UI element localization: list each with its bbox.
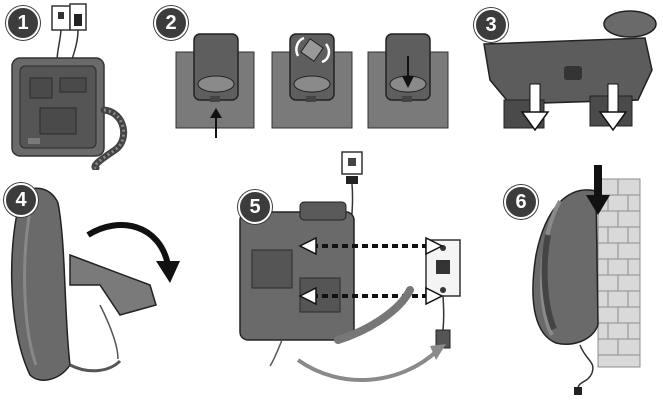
step-2-panel: 2: [148, 0, 468, 150]
step-2-illustration: [175, 33, 449, 138]
step-4-badge: 4: [4, 183, 38, 217]
step-1-badge: 1: [6, 6, 40, 40]
step-1-panel: 1: [0, 0, 140, 170]
step-6-illustration: [532, 165, 641, 395]
step-2-badge: 2: [154, 6, 188, 40]
step-5-illustration: [239, 151, 461, 383]
step-4-illustration: [10, 187, 180, 381]
step-1-illustration: [11, 3, 127, 170]
step-6-badge: 6: [504, 185, 538, 219]
step-4-panel: 4: [0, 175, 200, 400]
step-3-badge: 3: [474, 8, 508, 42]
step-6-panel: 6: [500, 165, 663, 400]
step-3-illustration: [483, 10, 657, 132]
step-5-badge: 5: [238, 190, 272, 224]
step-3-panel: 3: [470, 0, 663, 150]
step-5-panel: 5: [230, 150, 490, 400]
